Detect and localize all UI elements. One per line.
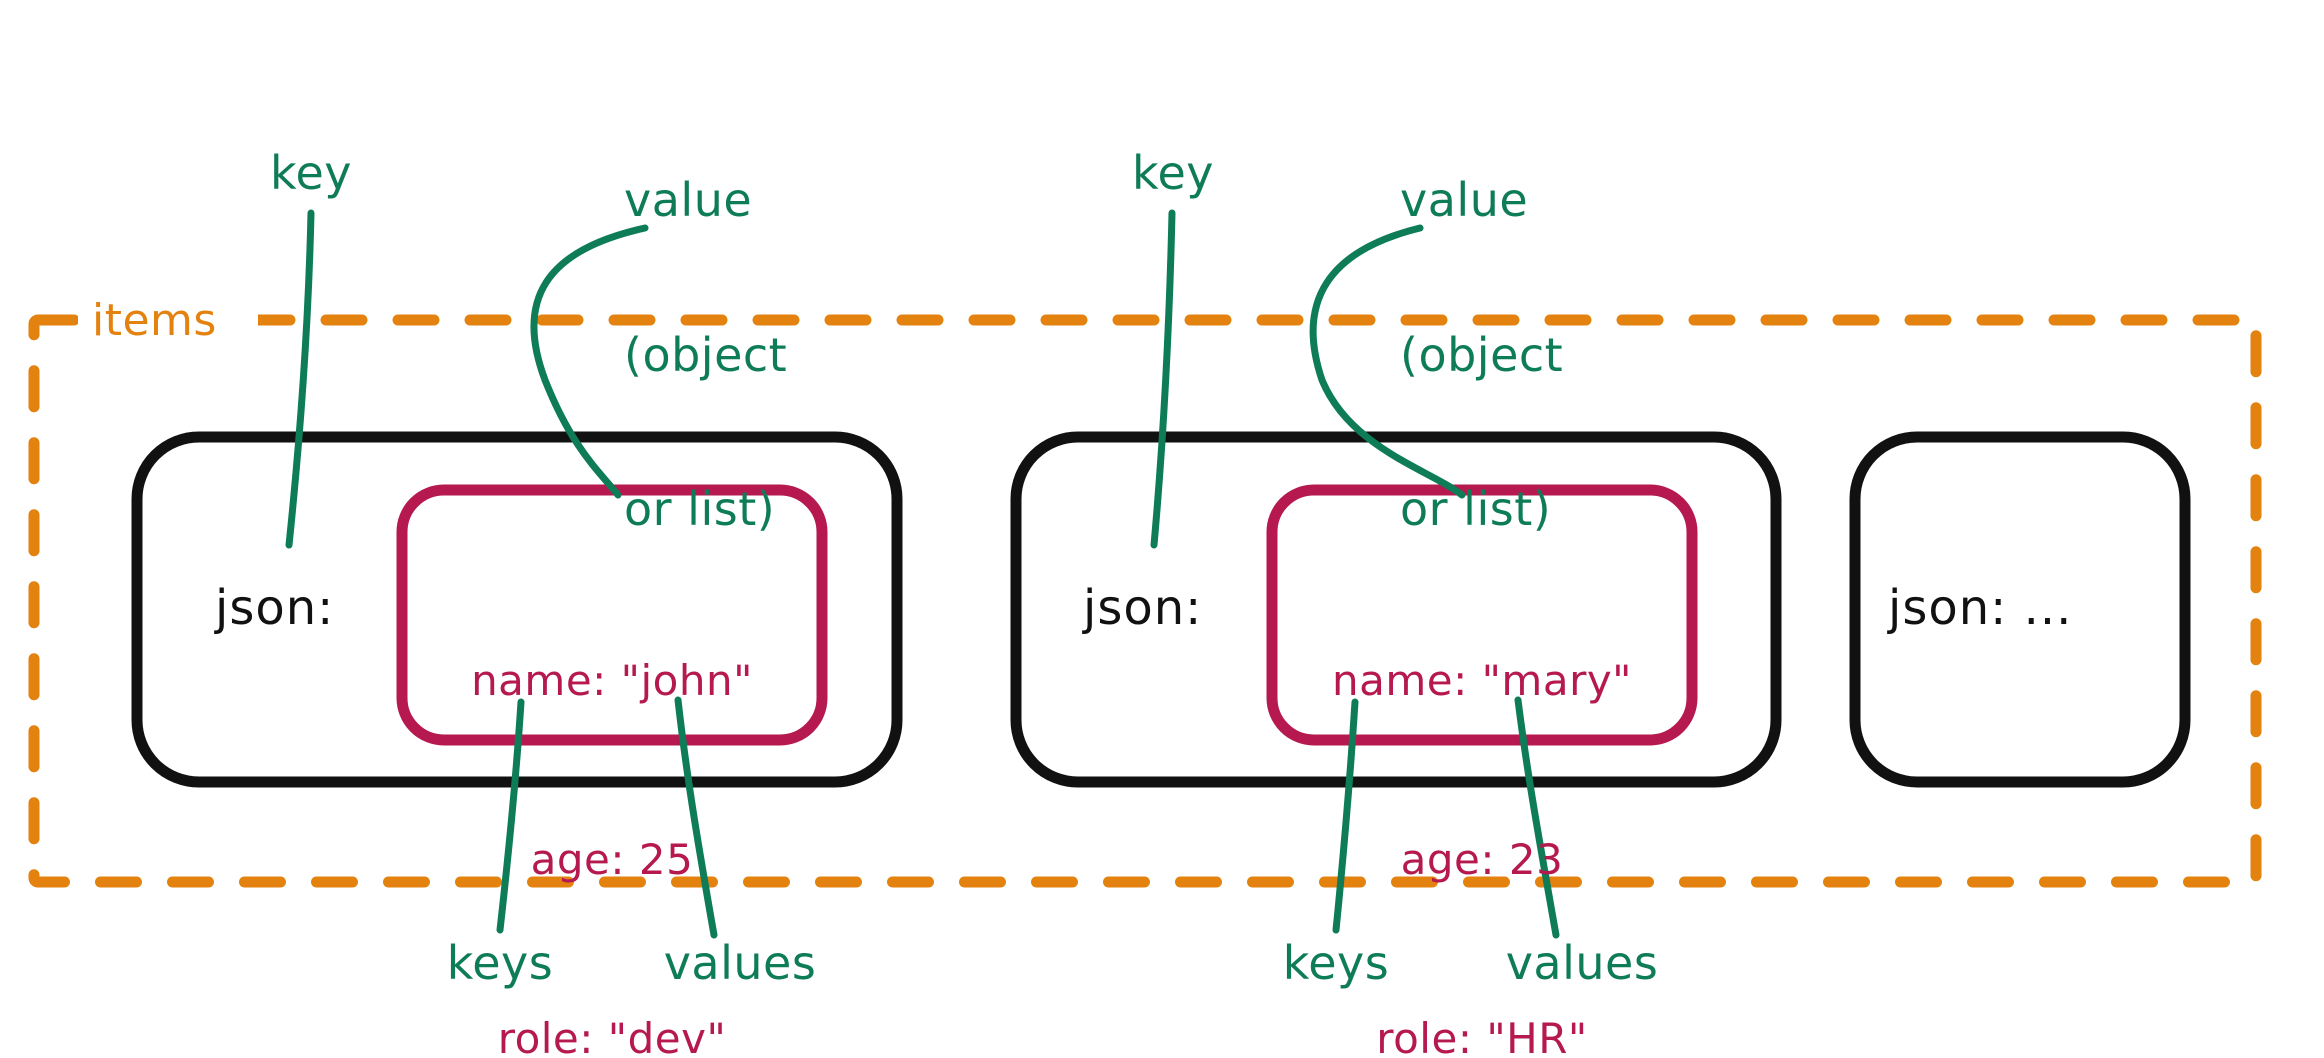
items-label-mask (78, 300, 258, 342)
leader-line-values-left (674, 696, 718, 939)
annotation-value-right: value (object or list) (1400, 72, 1660, 639)
annotation-value-left-line2: (object (624, 327, 788, 382)
annotation-keys-right: keys (1282, 936, 1390, 990)
annotation-value-right-line1: value (1400, 173, 1529, 228)
group-2-value-content: name: "mary" age: 23 role: "HR" (1272, 532, 1692, 1058)
annotation-key-left: key (269, 146, 353, 200)
group-3-key-label: json: ... (1888, 580, 2073, 636)
annotation-value-left: value (object or list) (624, 72, 884, 639)
leader-line-keys-left (496, 698, 525, 934)
annotation-keys-left: keys (446, 936, 554, 990)
items-container-label: items (92, 295, 217, 346)
group-box-3 (1849, 431, 2191, 788)
group-1-value-content: name: "john" age: 25 role: "dev" (402, 532, 822, 1058)
leader-line-values-right (1514, 696, 1560, 939)
annotation-value-right-line3: or list) (1400, 482, 1552, 537)
group-2-entry-1: name: "mary" (1331, 656, 1633, 706)
leader-line-key-right (1150, 209, 1176, 549)
group-1-entry-3: role: "dev" (497, 1014, 727, 1058)
annotation-value-right-line2: (object (1400, 327, 1564, 382)
json-value-box-2 (1266, 484, 1698, 746)
leader-line-value-left (530, 224, 649, 499)
leader-line-value-right (1309, 224, 1466, 499)
annotation-value-left-line3: or list) (624, 482, 776, 537)
group-1-entry-2: age: 25 (530, 835, 694, 885)
annotation-values-left: values (663, 936, 817, 990)
group-1-entry-1: name: "john" (471, 656, 753, 706)
group-2-entry-3: role: "HR" (1376, 1014, 1588, 1058)
annotation-value-left-line1: value (624, 173, 753, 228)
annotation-values-right: values (1505, 936, 1659, 990)
items-container-box (28, 314, 2262, 888)
group-2-entry-2: age: 23 (1400, 835, 1564, 885)
group-box-2 (1010, 431, 1782, 788)
group-2-key-label: json: (1083, 580, 1203, 636)
leader-line-key-left (285, 209, 315, 549)
annotation-key-right: key (1131, 146, 1215, 200)
group-1-key-label: json: (215, 580, 335, 636)
leader-line-keys-right (1332, 698, 1359, 934)
